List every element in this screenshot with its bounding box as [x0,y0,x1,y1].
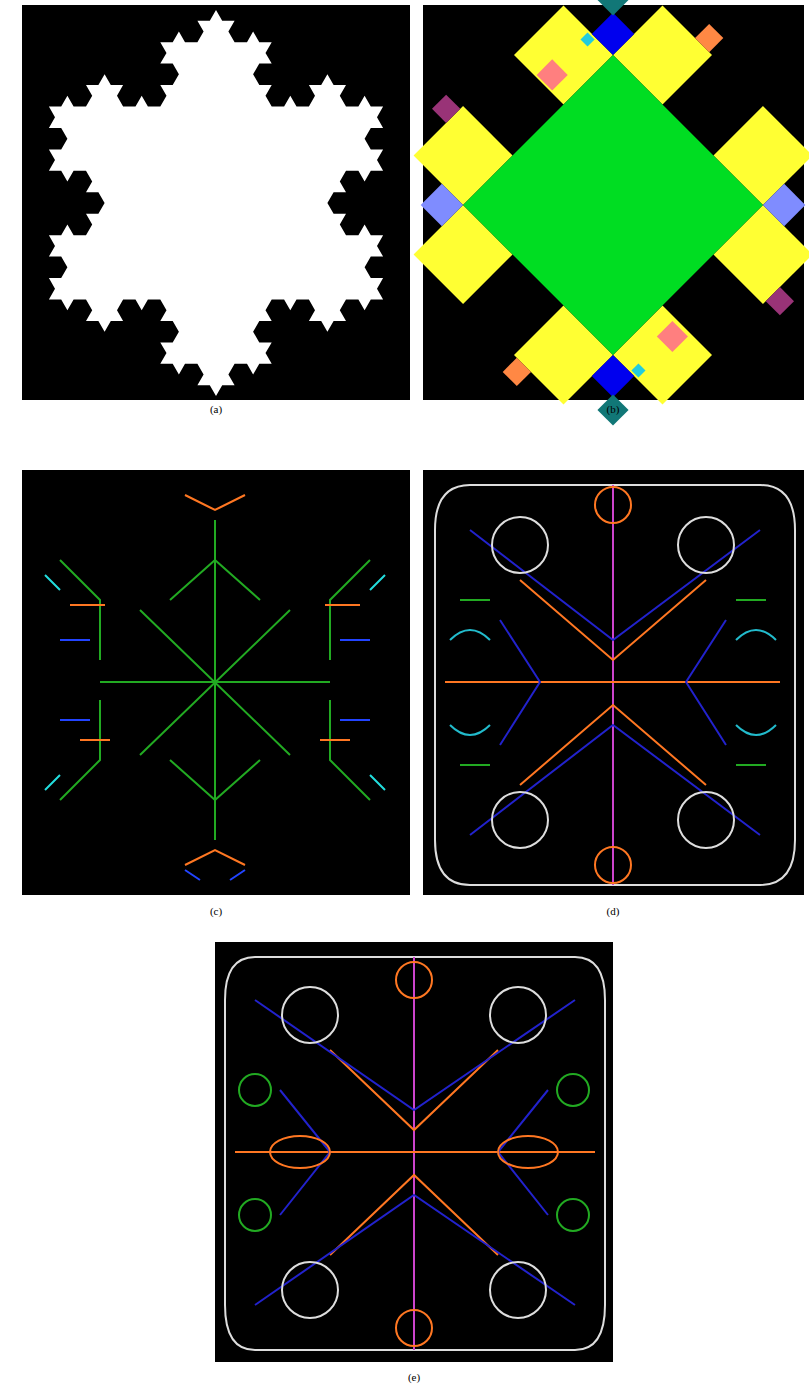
skeleton-c [45,495,385,880]
panel-label: (b) [607,403,620,416]
panel-label: (e) [408,1371,420,1384]
skeleton-e [225,957,605,1350]
panel-a-ground [22,5,410,400]
skeleton-d [435,485,795,885]
panel-label: (a) [210,403,222,416]
panel-b-ground [423,5,804,400]
panel-label: (c) [210,905,222,918]
panel-d-ground [423,470,804,895]
koch-snowflake [49,10,383,396]
square-decomposition [336,0,809,482]
panel-c-ground [22,470,410,895]
panel-label: (d) [607,905,620,918]
panel-e-ground [215,942,613,1362]
